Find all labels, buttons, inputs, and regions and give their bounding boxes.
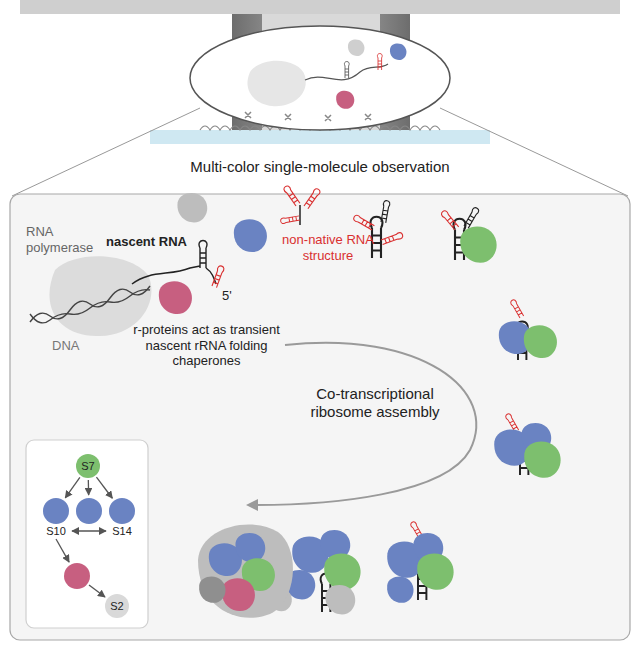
protein-name: S2 [110, 600, 123, 612]
circle-fill [64, 563, 90, 589]
hierarchy-arrow [65, 477, 80, 498]
circle-fill [76, 454, 100, 478]
circle-shape [109, 498, 135, 524]
hierarchy-arrow [96, 477, 112, 498]
protein-name: S14 [112, 525, 132, 537]
protein-name: S10 [46, 525, 66, 537]
part-name: nascent RNA [106, 234, 196, 250]
protein-name: S7 [81, 460, 94, 472]
hierarchy-arrow [56, 539, 69, 562]
circle-shape [76, 498, 102, 524]
part-name: RNA polymerase [26, 224, 106, 255]
protein-circle [64, 563, 90, 589]
protein-circle: S14 [109, 498, 135, 537]
hierarchy-arrow [72, 530, 106, 531]
circle-fill [105, 594, 129, 618]
protein-circle [76, 498, 102, 524]
circle-fill [43, 498, 69, 524]
part-name: DNA [52, 338, 102, 354]
process-label: Co-transcriptional ribosome assembly [300, 385, 450, 421]
protein-circle: S2 [105, 594, 129, 618]
caption: Multi-color single-molecule observation [0, 158, 640, 176]
note: r-proteins act as transient nascent rRNA… [124, 322, 289, 369]
protein-circle: S10 [43, 498, 69, 537]
circle-fill [109, 498, 135, 524]
hierarchy-arrow [88, 480, 90, 495]
circle-shape [64, 563, 90, 589]
note: non-native RNA structure [278, 232, 378, 263]
circle-fill [76, 498, 102, 524]
protein-circle: S7 [76, 454, 100, 478]
end-label: 5' [222, 288, 242, 304]
circle-shape [43, 498, 69, 524]
hierarchy-arrow [89, 585, 105, 597]
